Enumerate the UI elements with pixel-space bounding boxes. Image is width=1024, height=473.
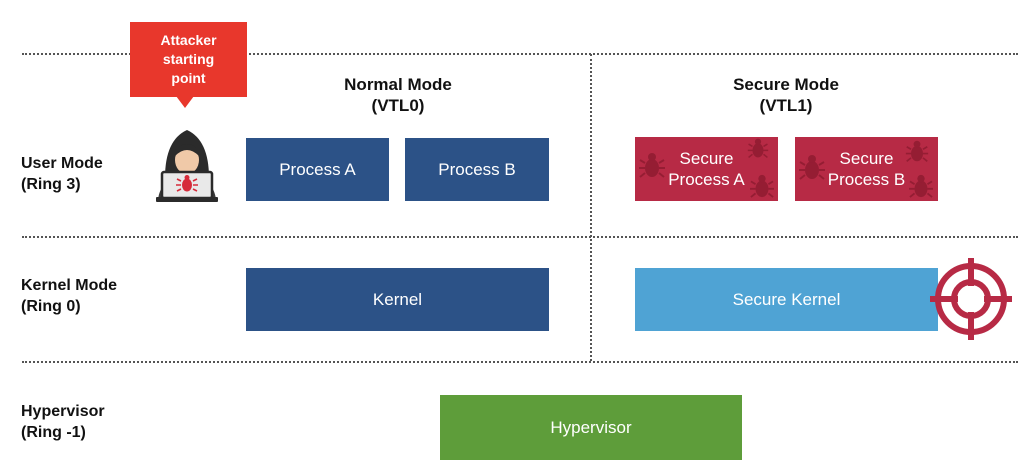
process-b-box: Process B	[405, 138, 549, 201]
hacker-laptop-icon	[156, 130, 218, 202]
hypervisor-box: Hypervisor	[440, 395, 742, 460]
secure-process-b-box: Secure Process B	[795, 137, 938, 201]
secure-process-a-box: Secure Process A	[635, 137, 778, 201]
column-secure-mode: Secure Mode (VTL1)	[733, 75, 839, 115]
attacker-callout: Attacker starting point	[130, 22, 247, 97]
bug-icon	[799, 155, 825, 180]
row-label-user-mode: User Mode (Ring 3)	[21, 155, 103, 193]
kernel-label: Kernel	[372, 290, 423, 309]
process-a-label: Process A	[279, 160, 356, 179]
kernel-box: Kernel	[246, 268, 549, 331]
secure-process-b-label: Secure Process B	[827, 149, 906, 189]
column-normal-mode: Normal Mode (VTL0)	[344, 75, 452, 115]
divider-kernel-hypervisor	[22, 361, 1018, 363]
row-label-kernel-mode: Kernel Mode (Ring 0)	[21, 277, 118, 315]
row-label-hypervisor: Hypervisor (Ring -1)	[21, 403, 105, 441]
bug-icon	[905, 140, 929, 162]
crosshair-target-icon	[930, 258, 1012, 340]
divider-user-kernel	[22, 236, 1018, 238]
process-a-box: Process A	[246, 138, 389, 201]
secure-kernel-box: Secure Kernel	[635, 268, 938, 331]
secure-process-a-label: Secure Process A	[668, 149, 745, 189]
bug-icon	[909, 174, 933, 198]
divider-vtl	[590, 54, 592, 361]
bug-icon	[639, 153, 665, 178]
hypervisor-label: Hypervisor	[550, 418, 632, 437]
secure-kernel-label: Secure Kernel	[732, 290, 841, 309]
bug-icon	[176, 175, 198, 192]
callout-pointer	[176, 96, 194, 108]
divider-top	[22, 53, 1018, 55]
process-b-label: Process B	[438, 160, 516, 179]
bug-icon	[747, 138, 769, 159]
bug-icon	[750, 174, 774, 198]
